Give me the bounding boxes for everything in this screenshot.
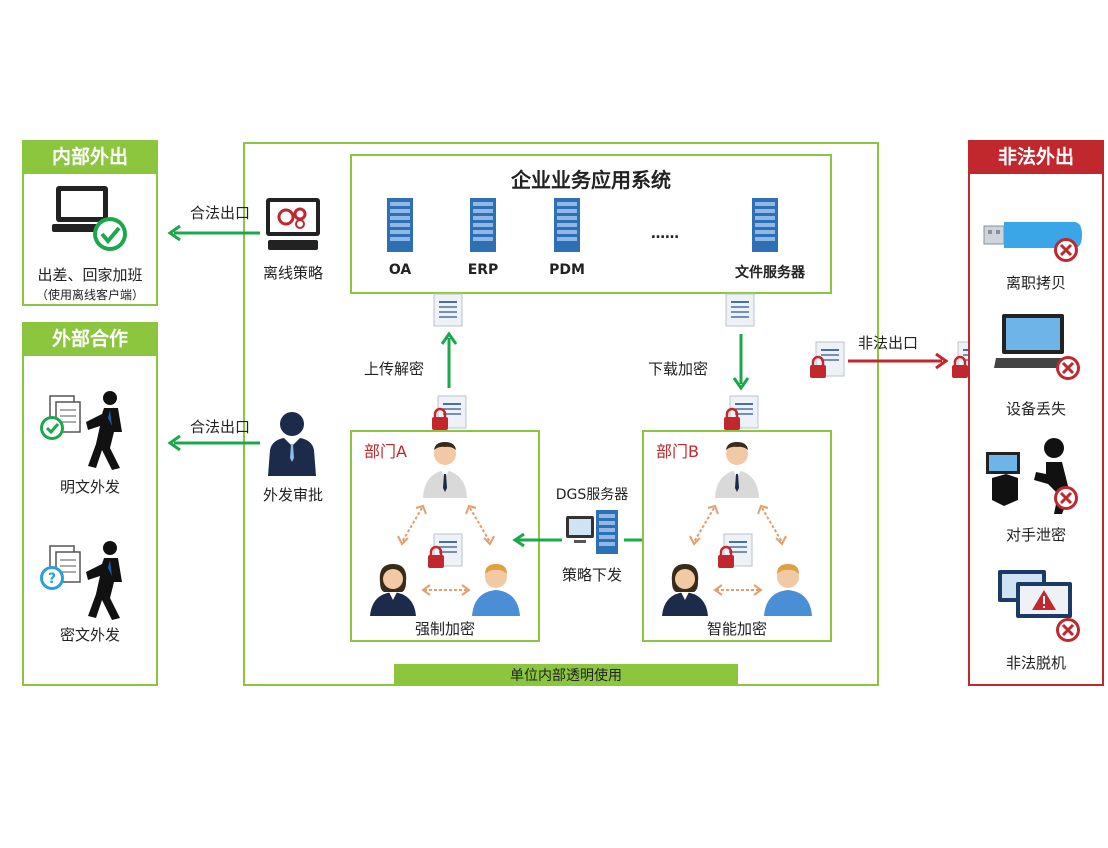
manager-icon [423,442,467,498]
locked-document-icon [718,533,753,568]
cipher-send-label: 密文外发 [59,626,120,644]
illegal-exit-label: 非法出口 [858,334,919,352]
dgs-server-label: DGS服务器 [555,487,629,503]
plain-send-label: 明文外发 [59,478,120,496]
legal-exit-label: 合法出口 [190,418,251,436]
svg-text:?: ? [48,571,56,587]
locked-document-icon [810,341,845,378]
laptop-check-icon [52,186,127,251]
illegal-outgoing-title: 非法外出 [968,140,1104,174]
legal-exit-arrow [167,224,260,242]
server-label-file: 文件服务器 [735,265,805,281]
illegal-item-label: 非法脱机 [1005,654,1066,672]
server-label-pdm: PDM [549,262,585,278]
external-cooperation-title: 外部合作 [22,322,158,356]
policy-computer-icon [266,198,320,250]
relation-arrows [689,504,787,596]
server-rack-icon [470,198,496,252]
server-rack-icon [554,198,580,252]
legal-exit-arrow [167,434,260,452]
cipher-send-runner-icon: ? [40,541,122,620]
server-rack-icon [387,198,413,252]
server-rack-icon [752,198,778,252]
dept-a-caption: 强制加密 [414,620,475,638]
policy-push-label: 策略下发 [561,566,622,584]
leaking-person-icon [986,438,1078,514]
relation-arrows [397,504,495,596]
offline-warning-icon [998,570,1080,642]
manager-icon [715,442,759,498]
ellipsis: …… [651,226,679,242]
upload-decrypt-label: 上传解密 [364,360,425,378]
locked-document-icon [428,533,463,568]
up-arrow [440,331,458,388]
approver-icon [268,412,316,476]
footer-bar [394,664,738,686]
locked-document-icon [724,395,759,430]
dept-b-title: 部门B [656,442,699,461]
dept-b-caption: 智能加密 [706,620,767,638]
down-arrow [732,334,750,391]
illegal-item-label: 离职拷贝 [1005,274,1066,292]
download-encrypt-label: 下载加密 [648,360,709,378]
document-icon [725,293,755,327]
app-system-box [350,154,832,294]
legal-exit-label: 合法出口 [190,204,251,222]
document-icon [433,293,463,327]
illegal-item-label: 对手泄密 [1005,526,1066,544]
app-system-title: 企业业务应用系统 [511,168,671,192]
dgs-server-icon [566,510,618,554]
plain-send-runner-icon [40,391,122,470]
footer-label: 单位内部透明使用 [510,668,622,684]
laptop-x-icon [994,314,1080,380]
server-label-oa: OA [388,262,412,278]
locked-document-icon [432,395,467,430]
woman-icon [662,564,708,616]
internal-outgoing-title: 内部外出 [22,140,158,174]
illegal-exit-arrow [848,352,949,370]
approval-label: 外发审批 [262,486,323,504]
woman-icon [370,564,416,616]
usb-drive-icon [983,222,1082,262]
server-label-erp: ERP [467,262,499,278]
internal-sub-caption: （使用离线客户端） [35,288,144,302]
illegal-item-label: 设备丢失 [1005,400,1066,418]
policy-arrow-left [512,532,562,548]
offline-policy-label: 离线策略 [262,264,323,282]
dept-a-title: 部门A [364,442,407,461]
internal-caption: 出差、回家加班 [37,266,143,284]
man-icon [764,564,812,616]
man-icon [472,564,520,616]
